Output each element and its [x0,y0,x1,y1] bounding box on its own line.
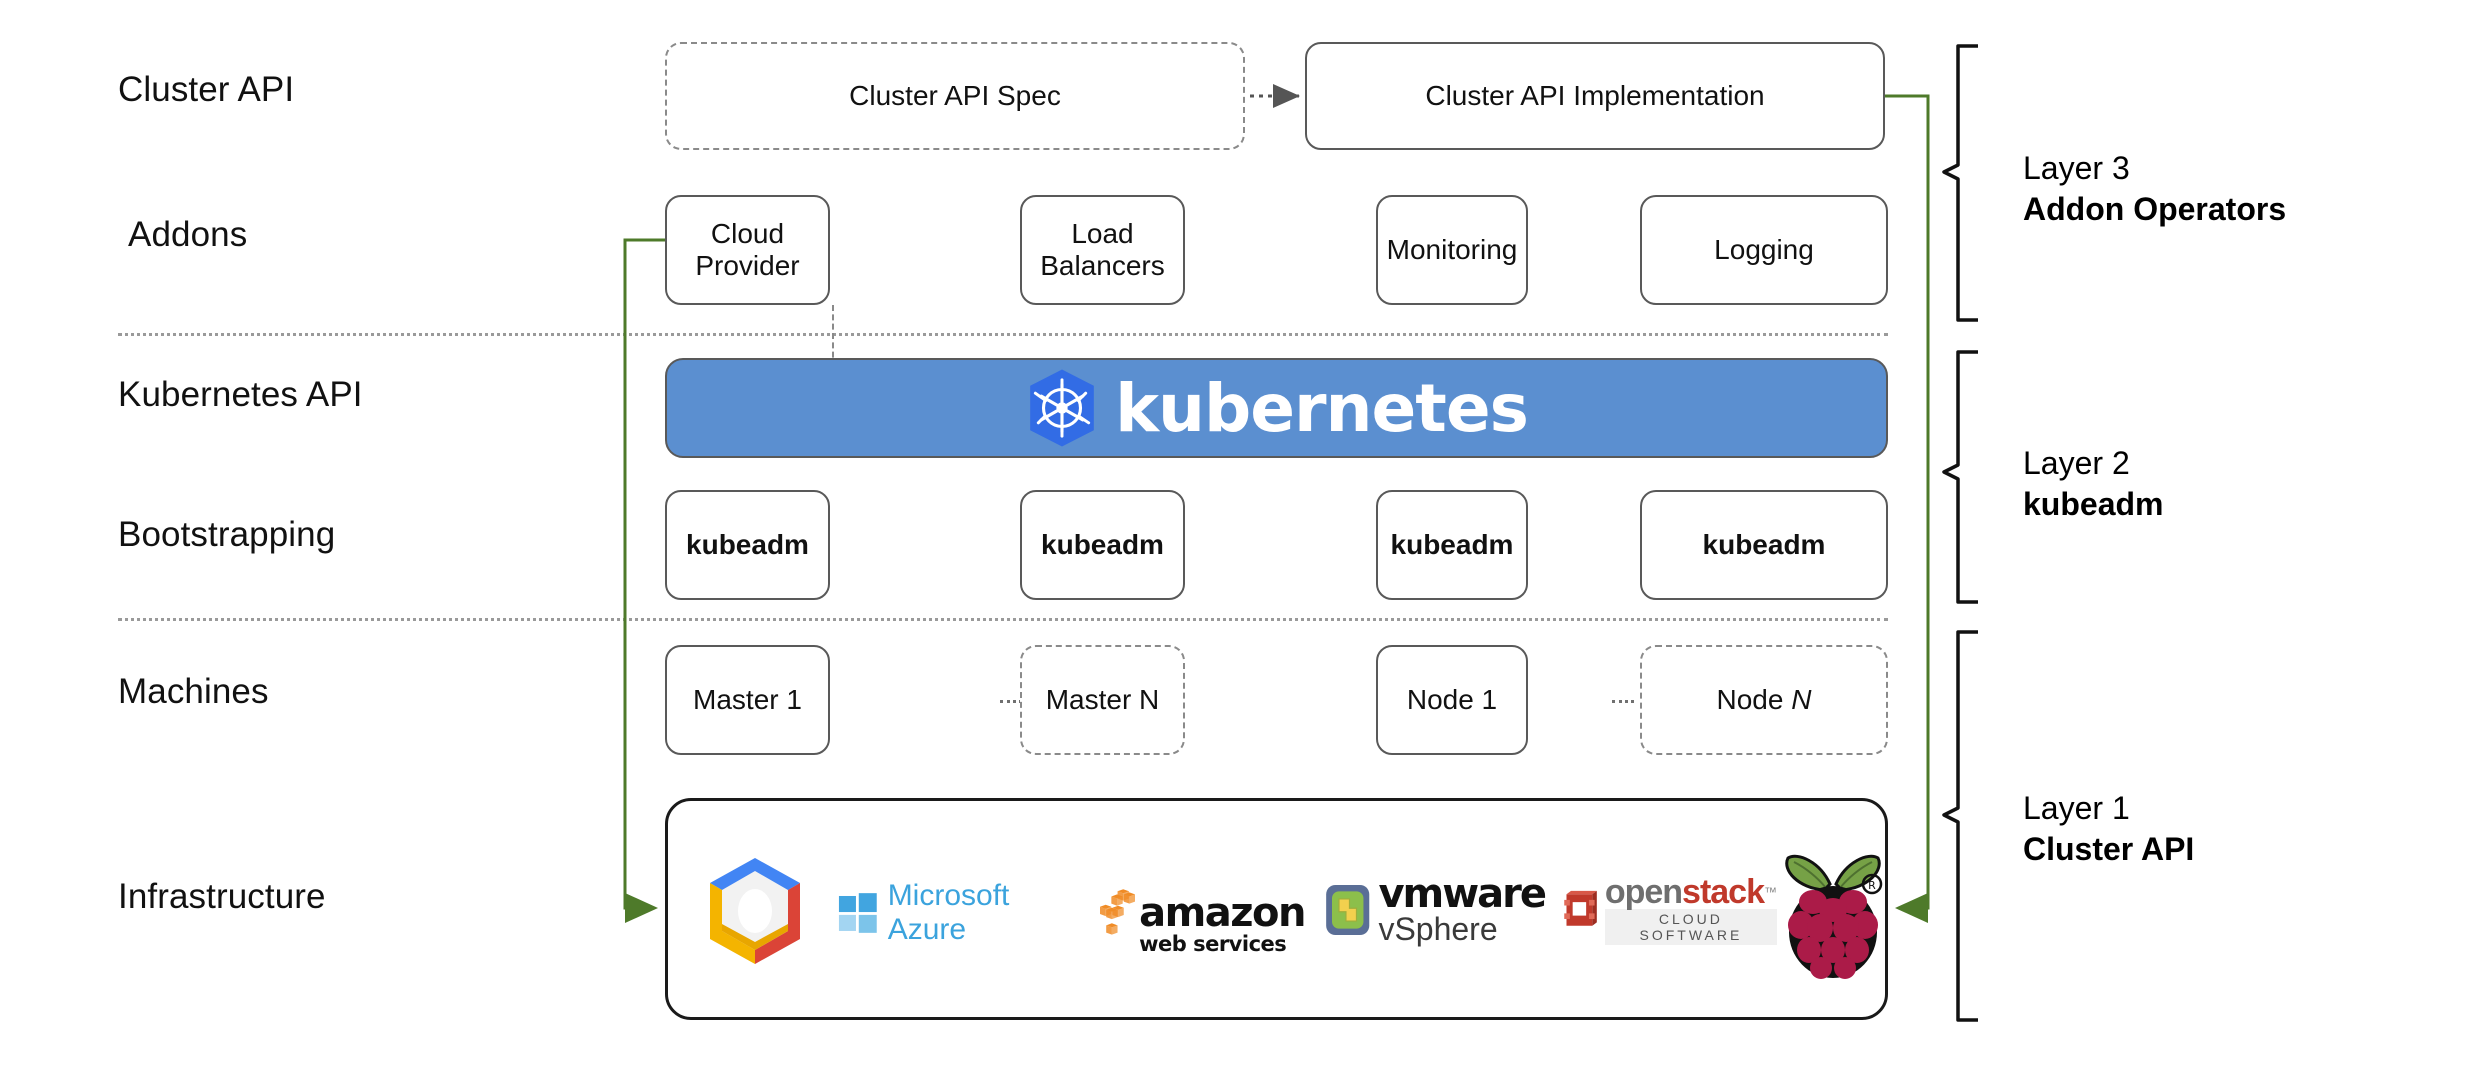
layer-1-caption: Layer 1 Cluster API [2023,788,2194,870]
layer-3-number: Layer 3 [2023,150,2130,186]
kubeadm-label-1: kubeadm [686,529,809,560]
layer-2-number: Layer 2 [2023,445,2130,481]
machine-connector-master [1000,700,1022,703]
machine-label-node-n: Node N [1716,684,1812,715]
openstack-cube-icon [1564,890,1597,926]
brace-layer-2 [1942,350,1978,604]
addon-box-load-balancers[interactable]: Load Balancers [1020,195,1185,305]
arrow-implementation-to-infrastructure [1885,94,1930,923]
machine-label-master-1: Master 1 [693,684,802,715]
brace-layer-3 [1942,44,1978,322]
vsphere-icon [1326,884,1370,936]
row-label-machines: Machines [118,672,269,711]
kubeadm-box-1[interactable]: kubeadm [665,490,830,600]
machine-label-master-n: Master N [1045,684,1160,715]
brace-layer-1 [1942,630,1978,1022]
openstack-open-label: open [1604,873,1683,911]
openstack-cloud-software-label: CLOUD SOFTWARE [1604,909,1777,945]
row-label-addons: Addons [128,215,248,254]
vmware-vsphere-logo: vmware vSphere [1325,862,1547,958]
google-cloud-platform-logo [700,852,810,970]
cluster-api-implementation-label: Cluster API Implementation [1425,80,1765,111]
vsphere-label: vSphere [1378,911,1498,947]
addon-label-logging: Logging [1714,234,1814,265]
kubeadm-box-3[interactable]: kubeadm [1376,490,1528,600]
layer-3-caption: Layer 3 Addon Operators [2023,148,2286,230]
kubeadm-label-2: kubeadm [1041,529,1164,560]
machine-box-node-1[interactable]: Node 1 [1376,645,1528,755]
layer-1-name: Cluster API [2023,830,2195,867]
connector-cloud-provider-to-kubernetes [832,305,834,367]
kubernetes-api-bar[interactable]: kubernetes [665,358,1888,458]
layer-2-caption: Layer 2 kubeadm [2023,443,2163,525]
kubeadm-label-4: kubeadm [1702,529,1826,560]
amazon-label: amazon [1139,890,1306,936]
aws-cubes-icon [1100,889,1136,935]
kubernetes-helm-wheel-icon [1025,368,1099,448]
addon-label-load-balancers: Load Balancers [1040,218,1165,281]
layer-3-name: Addon Operators [2023,190,2287,227]
arrow-cloud-provider-to-infrastructure [623,238,665,923]
vmware-label: vmware [1378,871,1547,917]
machine-box-master-1[interactable]: Master 1 [665,645,830,755]
cluster-api-spec-label: Cluster API Spec [849,80,1061,111]
row-label-cluster-api: Cluster API [118,70,295,109]
separator-layer3-layer2 [118,333,1888,336]
addon-box-logging[interactable]: Logging [1640,195,1888,305]
kubeadm-box-4[interactable]: kubeadm [1640,490,1888,600]
layer-1-number: Layer 1 [2023,790,2130,826]
row-label-infrastructure: Infrastructure [118,877,326,916]
addon-label-cloud-provider: Cloud Provider [695,218,800,281]
web-services-label: web services [1139,932,1287,956]
layer-2-name: kubeadm [2023,485,2164,522]
machine-box-master-n[interactable]: Master N [1020,645,1185,755]
machine-box-node-n[interactable]: Node N [1640,645,1888,755]
machine-label-node-1: Node 1 [1406,684,1498,715]
microsoft-azure-logo: Microsoft Azure [838,879,1083,946]
row-label-kubernetes-api: Kubernetes API [118,375,363,414]
row-label-bootstrapping: Bootstrapping [118,515,336,554]
separator-layer2-layer1 [118,618,1888,621]
addon-box-cloud-provider[interactable]: Cloud Provider [665,195,830,305]
addon-box-monitoring[interactable]: Monitoring [1376,195,1528,305]
kubeadm-label-3: kubeadm [1390,529,1514,560]
machine-connector-node [1612,700,1634,703]
kubeadm-box-2[interactable]: kubeadm [1020,490,1185,600]
openstack-logo: openstack™ CLOUD SOFTWARE [1562,870,1777,950]
addon-label-monitoring: Monitoring [1386,234,1518,265]
cluster-api-spec-box[interactable]: Cluster API Spec [665,42,1245,150]
microsoft-azure-label: Microsoft Azure [887,879,1010,946]
kubernetes-wordmark: kubernetes [1115,369,1529,447]
raspberry-pi-logo: R [1780,838,1890,983]
machine-label-node-n-italic: N [1791,684,1812,715]
openstack-stack-label: stack [1682,873,1765,911]
svg-text:R: R [1868,879,1876,892]
cluster-api-implementation-box[interactable]: Cluster API Implementation [1305,42,1885,150]
microsoft-window-icon [838,893,877,933]
amazon-web-services-logo: amazon web services [1100,862,1306,962]
raspberry-pi-icon: R [1785,854,1883,979]
